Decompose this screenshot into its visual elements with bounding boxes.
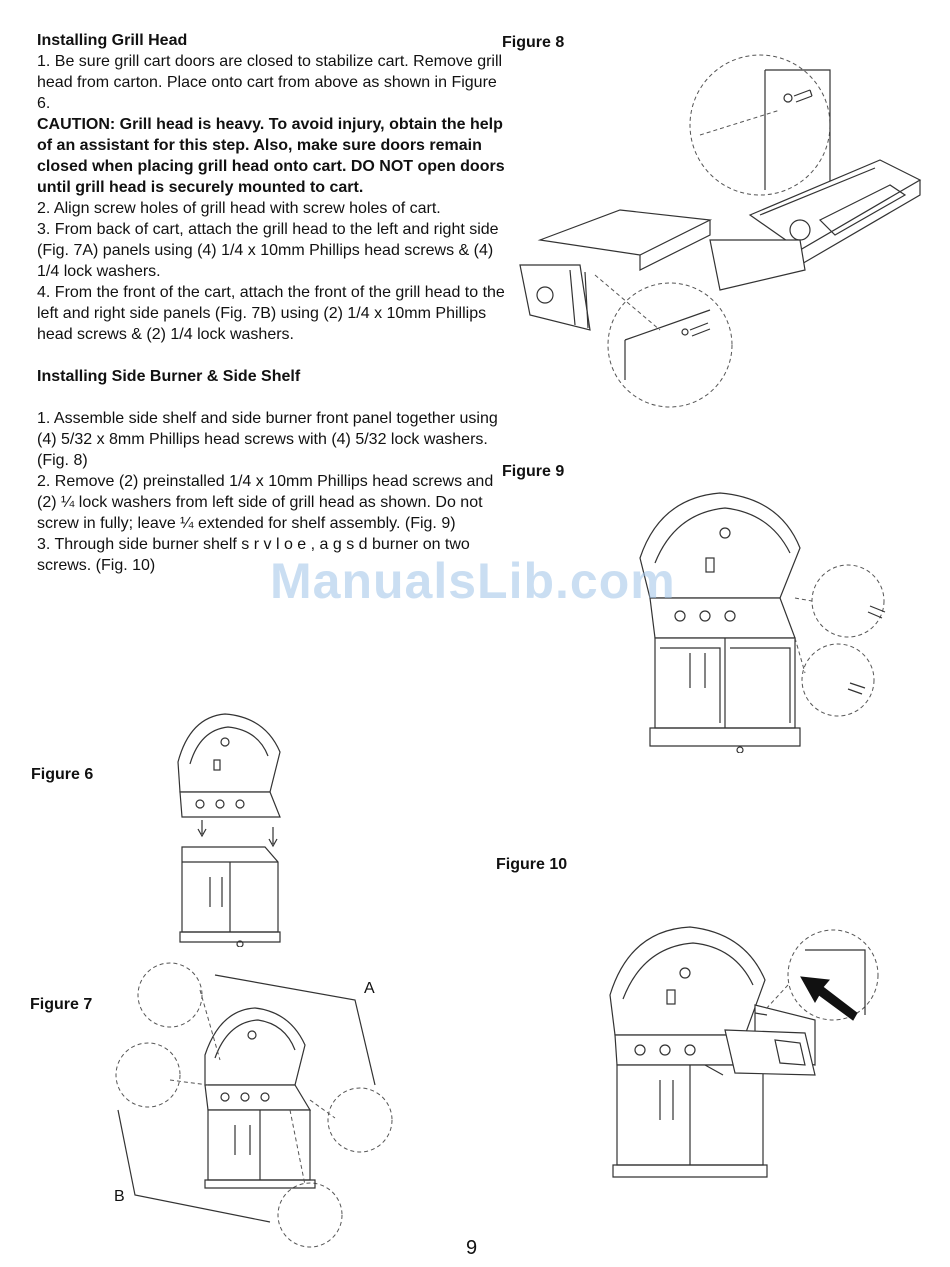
heading-grill-head: Installing Grill Head bbox=[37, 32, 188, 49]
page-number: 9 bbox=[466, 1237, 478, 1259]
figure-8-label: Figure 8 bbox=[502, 34, 565, 51]
figure-7-illustration bbox=[110, 960, 410, 1250]
figure-9-illustration bbox=[630, 488, 890, 753]
figure-9-label: Figure 9 bbox=[502, 463, 565, 480]
heading-side-burner: Installing Side Burner & Side Shelf bbox=[37, 368, 301, 385]
grill-head-step-3: 3. From back of cart, attach the grill h… bbox=[37, 221, 499, 280]
side-burner-step-3: 3. Through side burner shelf s r v l o e… bbox=[37, 536, 470, 574]
instructions-text: Installing Grill Head 1. Be sure grill c… bbox=[37, 30, 507, 576]
figure-8-illustration bbox=[510, 40, 930, 415]
figure-10-illustration bbox=[605, 925, 885, 1185]
grill-head-step-1: 1. Be sure grill cart doors are closed t… bbox=[37, 53, 503, 112]
caution-text: CAUTION: Grill head is heavy. To avoid i… bbox=[37, 116, 505, 196]
figure-6-illustration bbox=[170, 712, 290, 947]
watermark: ManualsLib.com bbox=[270, 553, 676, 609]
callout-a: A bbox=[364, 980, 375, 997]
spacer bbox=[37, 345, 507, 366]
figure-6-label: Figure 6 bbox=[31, 766, 94, 783]
spacer bbox=[37, 387, 507, 408]
figure-10-label: Figure 10 bbox=[496, 856, 568, 873]
figure-7-label: Figure 7 bbox=[30, 996, 93, 1013]
side-burner-step-1: 1. Assemble side shelf and side burner f… bbox=[37, 410, 498, 469]
callout-b: B bbox=[114, 1188, 125, 1205]
grill-head-step-4: 4. From the front of the cart, attach th… bbox=[37, 284, 505, 343]
grill-head-step-2: 2. Align screw holes of grill head with … bbox=[37, 200, 441, 217]
side-burner-step-2: 2. Remove (2) preinstalled 1/4 x 10mm Ph… bbox=[37, 473, 494, 532]
